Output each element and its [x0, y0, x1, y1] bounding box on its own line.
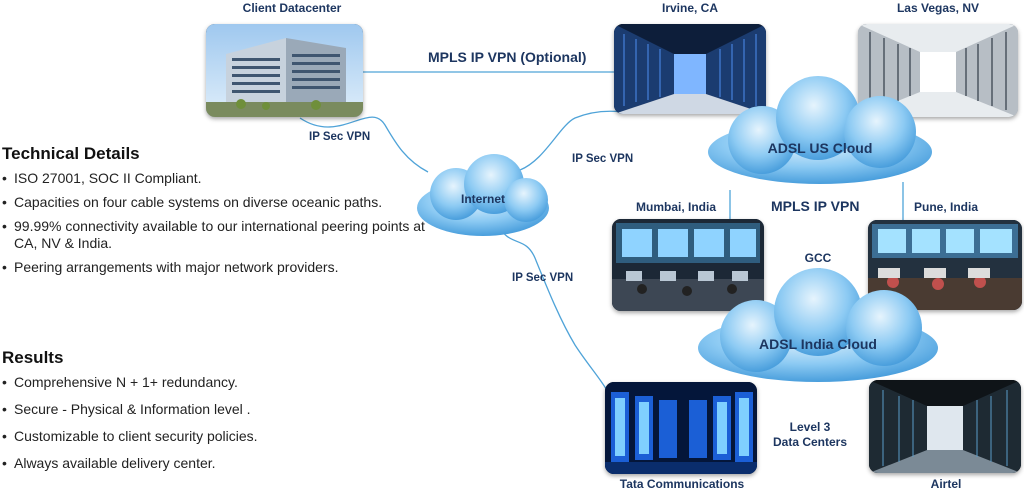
results-item: Comprehensive N + 1+ redundancy. [2, 374, 442, 391]
irvine-label: Irvine, CA [661, 1, 719, 15]
results-panel: Results Comprehensive N + 1+ redundancy.… [2, 348, 442, 479]
internet-cloud-label: Internet [460, 192, 505, 206]
us-cloud: ADSL US Cloud [700, 70, 940, 192]
airtel-photo [869, 380, 1021, 473]
technical-item: 99.99% connectivity available to our int… [2, 218, 442, 252]
technical-details-panel: Technical Details ISO 27001, SOC II Comp… [2, 144, 442, 283]
technical-item: Peering arrangements with major network … [2, 259, 442, 276]
client-datacenter-label: Client Datacenter [242, 1, 342, 15]
mumbai-photo [612, 219, 764, 311]
airtel-label: Airtel [930, 477, 962, 491]
level3-line2: Data Centers [772, 435, 848, 449]
pune-label: Pune, India [913, 200, 979, 214]
us-cloud-label: ADSL US Cloud [767, 140, 873, 156]
client-datacenter-photo [206, 24, 363, 117]
mpls-optional-label: MPLS IP VPN (Optional) [428, 49, 587, 65]
level3-line1: Level 3 [789, 420, 831, 434]
technical-item: Capacities on four cable systems on dive… [2, 194, 399, 211]
results-list: Comprehensive N + 1+ redundancy. Secure … [2, 374, 442, 472]
gcc-label: GCC [804, 251, 832, 265]
technical-details-heading: Technical Details [2, 144, 140, 163]
india-cloud: ADSL India Cloud [690, 262, 946, 390]
internet-cloud: Internet [408, 146, 558, 246]
ipsec-client-label: IP Sec VPN [309, 131, 371, 143]
technical-details-list: ISO 27001, SOC II Compliant. Capacities … [2, 170, 442, 276]
ipsec-tata-line [497, 224, 609, 393]
technical-item: ISO 27001, SOC II Compliant. [2, 170, 442, 187]
results-item: Always available delivery center. [2, 455, 442, 472]
results-item: Customizable to client security policies… [2, 428, 442, 445]
irvine-photo [614, 24, 766, 114]
ipsec-irvine-line [519, 110, 623, 171]
ipsec-tata-label: IP Sec VPN [512, 272, 574, 284]
ipsec-client-line [299, 116, 429, 173]
level3-label: Level 3 Data Centers [764, 420, 856, 450]
ipsec-irvine-label: IP Sec VPN [572, 153, 634, 165]
las-vegas-label: Las Vegas, NV [896, 1, 980, 15]
tata-photo [605, 382, 757, 474]
results-item: Secure - Physical & Information level . [2, 401, 442, 418]
tata-label: Tata Communications [619, 477, 745, 491]
mpls-label: MPLS IP VPN [771, 198, 860, 214]
results-heading: Results [2, 348, 64, 367]
mumbai-label: Mumbai, India [635, 200, 717, 214]
india-cloud-label: ADSL India Cloud [759, 336, 877, 352]
